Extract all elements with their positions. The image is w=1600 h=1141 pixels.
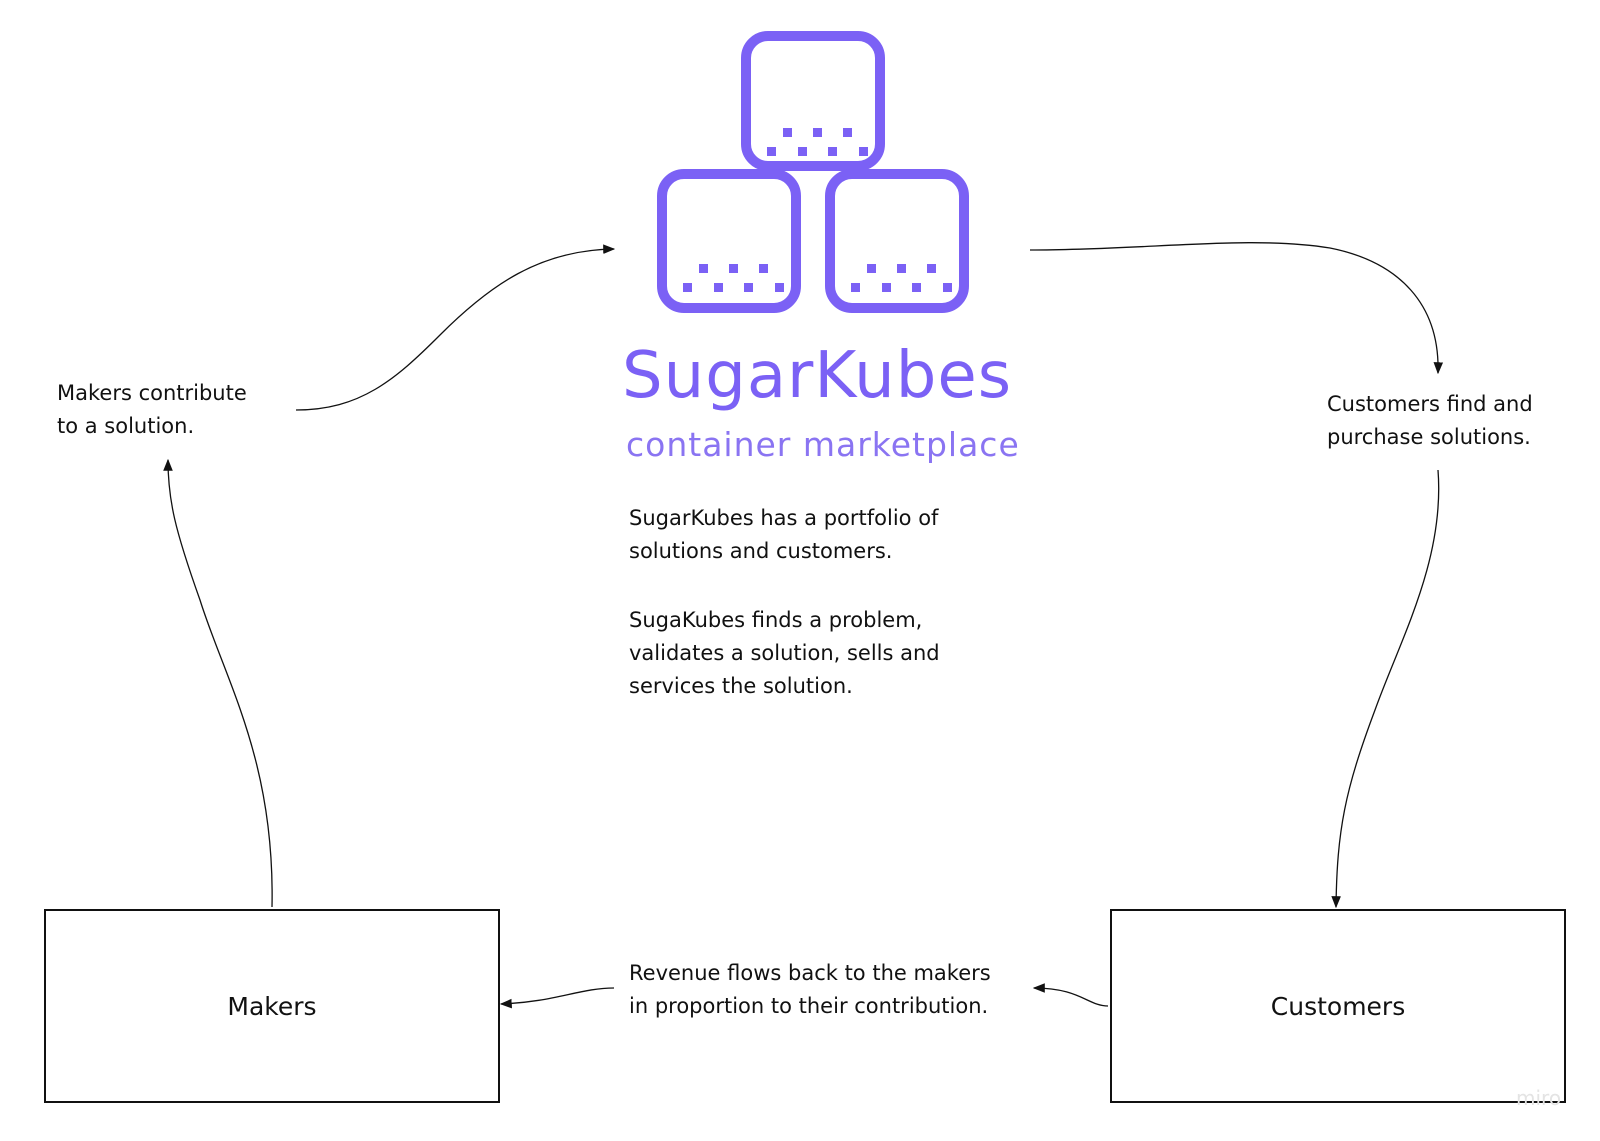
- sugarkubes-logo-icon: [657, 31, 969, 313]
- arrow-sugarkubes-to-customers-note: [1029, 242, 1444, 375]
- intro-paragraph-process: SugaKubes finds a problem, validates a s…: [629, 608, 940, 698]
- brand-tagline: container marketplace: [626, 425, 1020, 464]
- note-customers-find: Customers find and purchase solutions.: [1327, 392, 1533, 449]
- arrow-customers-to-revenue-note: [1032, 983, 1109, 1007]
- arrow-customers-note-to-customers: [1331, 469, 1440, 909]
- arrow-note-to-sugarkubes: [295, 244, 616, 411]
- brand-name: SugarKubes: [622, 339, 1013, 413]
- node-makers[interactable]: Makers: [44, 909, 500, 1103]
- node-customers-label: Customers: [1270, 991, 1406, 1021]
- arrow-revenue-note-to-makers: [499, 987, 615, 1009]
- note-makers-contribute: Makers contribute to a solution.: [57, 381, 247, 438]
- miro-watermark: miro: [1516, 1086, 1562, 1110]
- intro-paragraph-portfolio: SugarKubes has a portfolio of solutions …: [629, 506, 939, 563]
- arrow-makers-to-note: [163, 458, 273, 908]
- note-revenue-flows: Revenue flows back to the makers in prop…: [629, 961, 991, 1018]
- node-customers[interactable]: Customers: [1110, 909, 1566, 1103]
- node-makers-label: Makers: [227, 991, 317, 1021]
